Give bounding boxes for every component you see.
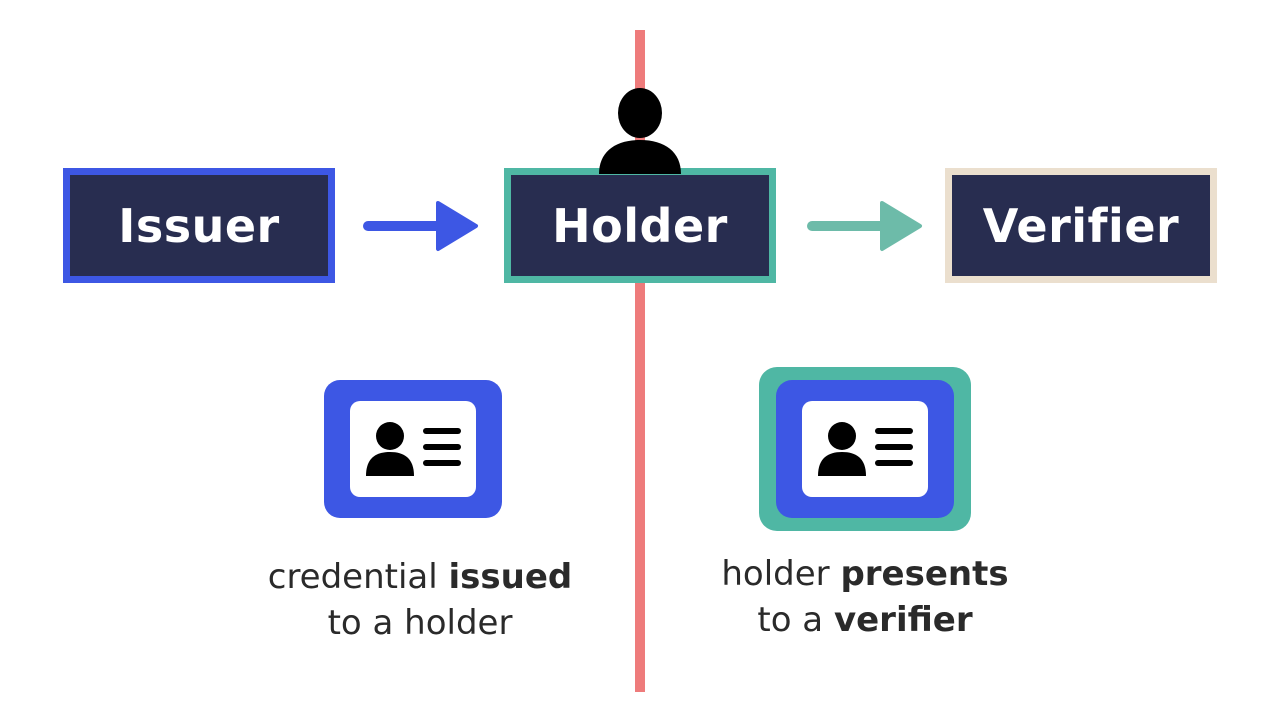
issued-credential-id-card-icon xyxy=(324,380,502,518)
issued-caption-line-2: to a holder xyxy=(240,600,600,646)
verifier-label: Verifier xyxy=(982,198,1180,253)
issued-caption-bold: issued xyxy=(448,557,573,597)
present-arrow-icon xyxy=(807,201,922,251)
presents-caption-bold: presents xyxy=(840,554,1009,594)
presents-caption: holder presents to a verifier xyxy=(685,551,1045,643)
presents-caption-text-2: to a xyxy=(757,600,834,640)
holder-node: Holder xyxy=(504,168,776,283)
issued-caption: credential issued to a holder xyxy=(240,554,600,646)
presents-caption-text: holder xyxy=(721,554,841,594)
presented-credential-id-card-icon xyxy=(759,367,971,531)
holder-divider-line xyxy=(635,30,645,692)
holder-label: Holder xyxy=(552,198,728,253)
issuer-node: Issuer xyxy=(63,168,335,283)
presents-caption-line-1: holder presents xyxy=(685,551,1045,597)
issued-caption-line-1: credential issued xyxy=(240,554,600,600)
presents-caption-line-2: to a verifier xyxy=(685,597,1045,643)
issued-caption-text-2: to a holder xyxy=(327,603,513,643)
verifier-node: Verifier xyxy=(945,168,1217,283)
issue-arrow-icon xyxy=(363,201,478,251)
issued-caption-text: credential xyxy=(267,557,449,597)
issuer-label: Issuer xyxy=(118,198,280,253)
person-icon xyxy=(599,88,681,174)
presents-caption-bold-2: verifier xyxy=(833,600,973,640)
